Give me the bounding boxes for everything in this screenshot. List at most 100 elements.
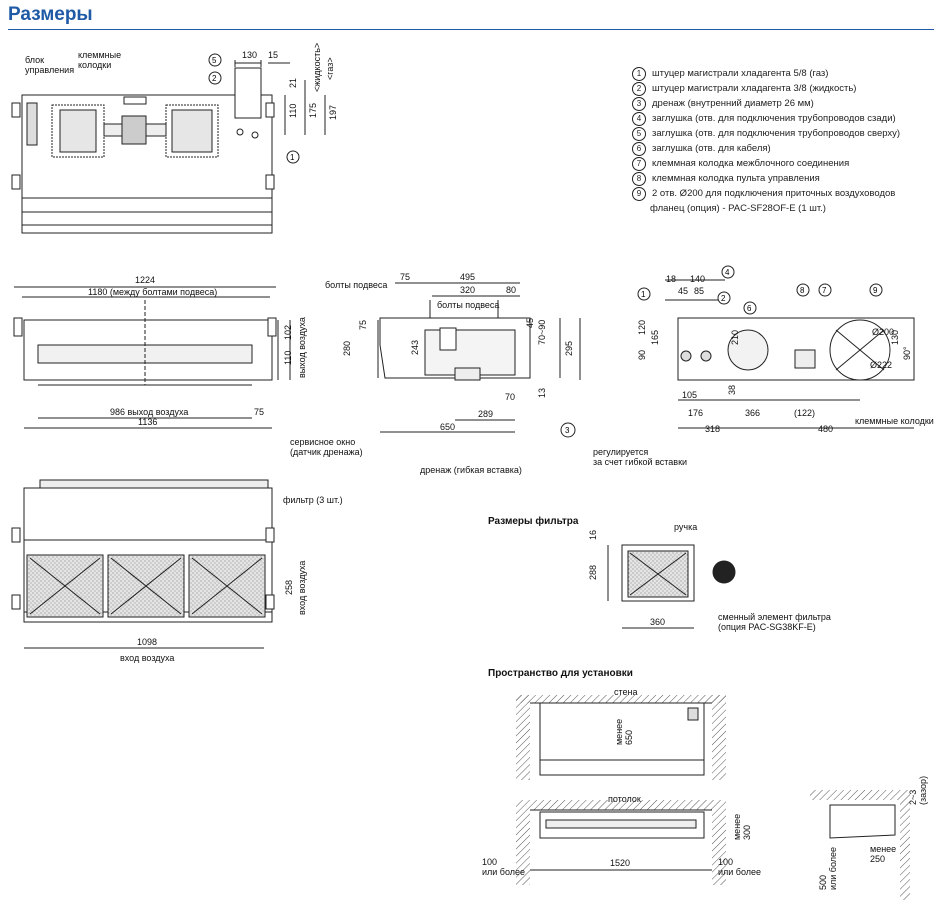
legend-number: 1 [632,67,646,81]
dim-130-rear: 130 [890,330,900,345]
dim-75a: 75 [400,272,410,282]
dim-243: 243 [410,340,420,355]
dim-140: 140 [690,274,705,284]
dim-320: 320 [460,285,475,295]
dim-105: 105 [682,390,697,400]
callout-2-rear: 2 [721,294,726,303]
dim-366: 366 [745,408,760,418]
label-min-500: 500или более [818,847,838,890]
page-title: Размеры [8,4,93,25]
dim-1224: 1224 [135,275,155,285]
dim-75b: 75 [358,320,368,330]
label-air-in: вход воздуха [120,653,174,663]
dim-80: 80 [506,285,516,295]
legend-text: клеммная колодка пульта управления [652,173,820,184]
dim-165: 165 [650,330,660,345]
label-terminal-blocks-rear: клеммные колодки [855,416,934,426]
label-gas: <газ> [325,57,335,80]
dim-210: 210 [730,330,740,345]
side-view-labels: болты подвеса болты подвеса 75 495 320 8… [290,272,574,475]
dim-175: 175 [308,103,318,118]
rear-view [665,279,915,429]
legend-text: заглушка (отв. для кабеля) [652,143,771,154]
legend-number: 4 [632,112,646,126]
legend-item: 4 заглушка (отв. для подключения трубопро… [632,111,900,126]
install-space-labels: Пространство для установки стена менее65… [482,668,928,890]
filter-size [607,544,736,629]
label-wall: стена [614,687,638,697]
dim-1136: 1136 [138,417,157,427]
dim-1520: 1520 [610,858,630,868]
title-rule [8,29,934,30]
label-gap: 2~3(зазор) [908,776,928,805]
legend-item: 1 штуцер магистрали хладагента 5/8 (газ) [632,66,900,81]
dim-1098: 1098 [137,637,157,647]
front-view [13,286,291,429]
legend-text: штуцер магистрали хладагента 5/8 (газ) [652,68,829,79]
callout-1-rear: 1 [641,290,646,299]
dim-986: 986 выход воздуха [110,407,188,417]
callout-7: 7 [822,286,827,295]
legend-text: заглушка (отв. для подключения трубопров… [652,128,901,139]
dim-222: Ø222 [870,360,892,370]
front-view-labels: 1224 1180 (между болтами подвеса) 986 вы… [88,275,307,427]
dim-280: 280 [342,341,352,356]
dim-650: 650 [440,422,455,432]
callout-9: 9 [873,286,878,295]
dim-102: 102 [283,325,293,340]
label-drain: дренаж (гибкая вставка) [420,465,522,475]
dim-15: 15 [268,50,278,60]
legend-text: штуцер магистрали хладагента 3/8 (жидкос… [652,83,857,94]
label-air-in-vertical: вход воздуха [297,561,307,615]
callout-2: 2 [212,74,217,83]
callout-3: 3 [565,426,570,435]
dim-176: 176 [688,408,703,418]
dim-360: 360 [650,617,665,627]
label-bolts-2: болты подвеса [437,300,499,310]
heading-install-space: Пространство для установки [488,668,633,679]
dim-1180: 1180 (между болтами подвеса) [88,287,217,297]
filter-size-labels: Размеры фильтра ручка 16 288 360 сменный… [488,515,831,632]
dim-288: 288 [588,565,598,580]
side-view [377,282,581,433]
dim-18: 18 [666,274,676,284]
dim-495: 495 [460,272,475,282]
legend-text: заглушка (отв. для подключения трубопров… [652,113,896,124]
dim-295: 295 [564,341,574,356]
dim-38: 38 [727,385,737,395]
legend-number: 7 [632,157,646,171]
dim-90-deg: 90° [902,346,912,360]
legend-number: 9 [632,187,646,201]
dim-480: 480 [818,424,833,434]
legend-number: 8 [632,172,646,186]
install-space [516,695,910,900]
top-view [11,60,326,234]
dim-70-90: 70~90 [537,320,547,345]
callout-4: 4 [725,268,730,277]
label-liquid: <жидкость> [312,43,322,92]
callout-6: 6 [747,304,752,313]
legend-number: 5 [632,127,646,141]
dim-289: 289 [478,409,493,419]
legend-number: 3 [632,97,646,111]
dim-110: 110 [288,104,298,118]
legend-item: 8 клеммная колодка пульта управления [632,171,900,186]
filter-view [11,479,275,649]
dim-200: Ø200 [872,327,894,337]
label-service-window: сервисное окно(датчик дренажа) [290,437,363,457]
callout-5: 5 [212,56,217,65]
legend-text: фланец (опция) - PAC-SF28OF-E (1 шт.) [650,203,826,214]
dim-90-rear: 90 [637,350,647,360]
legend: 1 штуцер магистрали хладагента 5/8 (газ) 2… [632,66,900,216]
rear-view-labels: 18 140 45 85 120 165 90 210 38 105 176 3… [593,274,934,467]
dim-70: 70 [505,392,515,402]
